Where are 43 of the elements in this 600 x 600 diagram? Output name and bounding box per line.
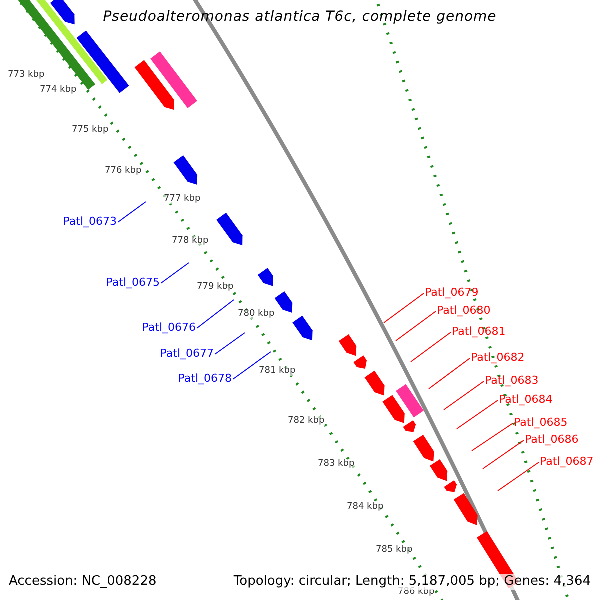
position-label: 774 kbp — [40, 85, 77, 95]
position-label: 785 kbp — [376, 545, 413, 555]
gene-label: Patl_0677 — [160, 347, 214, 360]
position-label: 781 kbp — [259, 366, 296, 376]
gene-label: Patl_0676 — [142, 321, 196, 334]
leader-line — [472, 423, 514, 452]
leader-line — [396, 311, 436, 342]
position-label: 773 kbp — [8, 70, 45, 80]
gene-label: Patl_0682 — [471, 351, 525, 364]
position-label: 778 kbp — [172, 236, 209, 246]
leader-line — [410, 332, 452, 362]
gene-label: Patl_0680 — [437, 304, 491, 317]
position-label: 782 kbp — [288, 416, 325, 426]
position-label: 776 kbp — [105, 166, 142, 176]
position-label: 784 kbp — [347, 502, 384, 512]
gene-label: Patl_0684 — [499, 393, 553, 406]
gene-label: Patl_0685 — [514, 416, 568, 429]
gene-label: Patl_0683 — [485, 374, 539, 387]
gene-label: Patl_0679 — [425, 286, 479, 299]
leader-line — [160, 262, 190, 284]
gene-label: Patl_0681 — [452, 325, 506, 338]
gene-label: Patl_0687 — [540, 455, 594, 468]
leader-line — [498, 462, 540, 492]
position-label: 779 kbp — [197, 282, 234, 292]
position-label: 783 kbp — [318, 459, 355, 469]
position-label: 777 kbp — [164, 194, 201, 204]
position-label: 780 kbp — [238, 309, 275, 319]
leader-line — [214, 332, 246, 355]
gene-label: Patl_0686 — [525, 433, 579, 446]
gene-label: Patl_0678 — [178, 372, 232, 385]
leader-line — [118, 202, 146, 223]
leader-line — [428, 358, 470, 390]
footer-text: Accession: NC_008228 — [9, 574, 157, 590]
position-label: 775 kbp — [72, 125, 109, 135]
leader-line — [384, 293, 424, 324]
title: Pseudoalteromonas atlantica T6c, complete genome — [103, 9, 497, 25]
leader-line — [444, 381, 484, 410]
leader-line — [482, 440, 524, 470]
gene-label: Patl_0673 — [63, 215, 117, 228]
leader-line — [232, 352, 272, 380]
leader-line — [456, 400, 498, 430]
gene-label: Patl_0675 — [106, 276, 160, 289]
leader-line — [196, 300, 234, 329]
